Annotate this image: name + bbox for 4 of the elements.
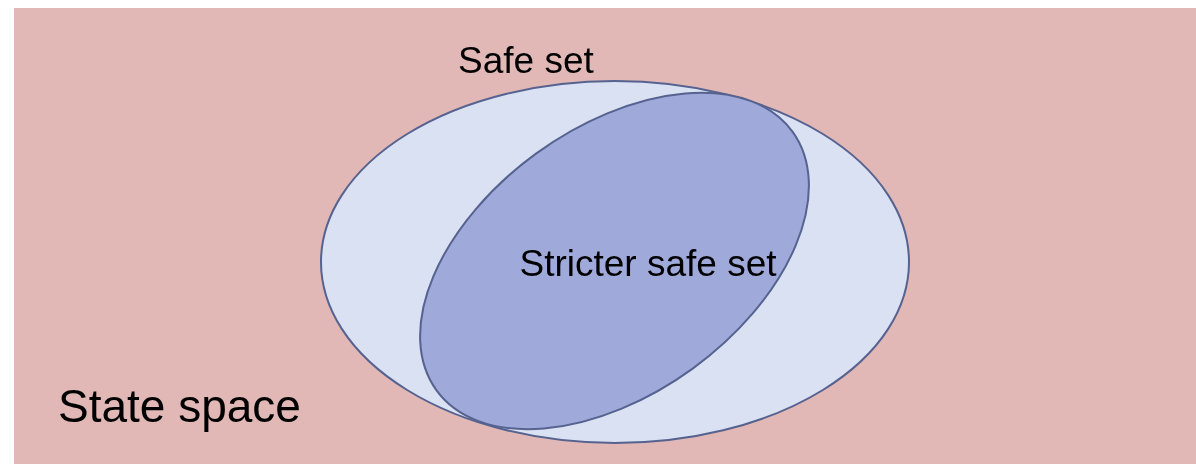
set-label: Safe set — [458, 40, 594, 83]
state-space-region — [14, 8, 1196, 464]
set-label: Stricter safe set — [519, 242, 777, 286]
region-label: State space — [58, 380, 301, 433]
